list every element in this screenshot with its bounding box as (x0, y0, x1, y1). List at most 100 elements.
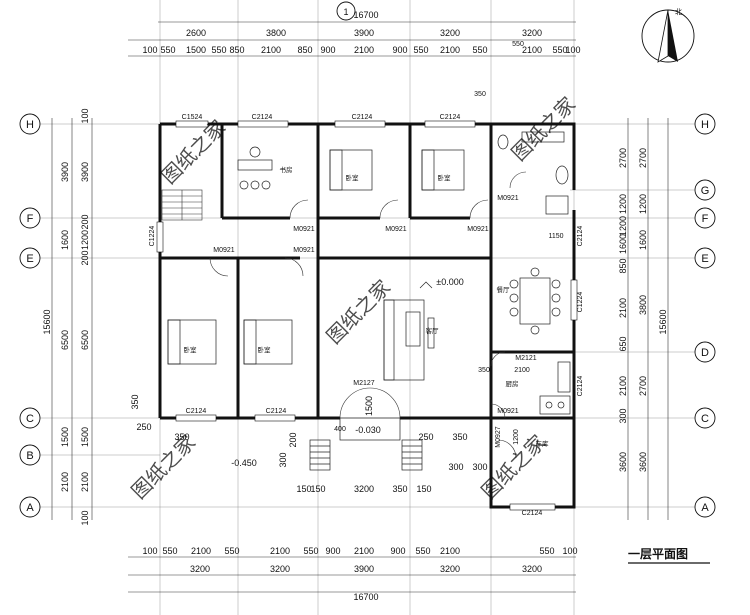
dims-bottom-row2: 3200 3200 3900 3200 3200 (190, 564, 542, 574)
svg-text:A: A (26, 502, 34, 514)
svg-text:550: 550 (160, 45, 175, 55)
svg-text:550: 550 (552, 45, 567, 55)
svg-text:C2124: C2124 (577, 376, 584, 397)
svg-text:150: 150 (416, 484, 431, 494)
svg-text:900: 900 (390, 546, 405, 556)
svg-text:350: 350 (174, 432, 189, 442)
svg-text:1500: 1500 (186, 45, 206, 55)
svg-text:2100: 2100 (191, 546, 211, 556)
svg-text:2100: 2100 (440, 546, 460, 556)
svg-text:850: 850 (229, 45, 244, 55)
interior-dims: 2100 350 1150 1200 350 400 (334, 91, 563, 445)
axis-letters-right: H G F E D C A (701, 119, 710, 514)
svg-text:3200: 3200 (440, 564, 460, 574)
svg-text:350: 350 (478, 367, 490, 374)
svg-text:100: 100 (80, 108, 90, 123)
svg-text:H: H (26, 119, 34, 131)
svg-text:350: 350 (452, 432, 467, 442)
axis-1-label: 1 (343, 7, 348, 17)
svg-text:3800: 3800 (638, 295, 648, 315)
svg-text:D: D (701, 347, 709, 359)
svg-text:850: 850 (618, 258, 628, 273)
dims-top-row1: 2600 3800 3900 3200 3200 (186, 28, 542, 38)
svg-text:200: 200 (80, 214, 90, 229)
svg-text:2700: 2700 (638, 376, 648, 396)
svg-text:6500: 6500 (60, 330, 70, 350)
svg-text:C1224: C1224 (577, 292, 584, 313)
drawing-title: 一层平面图 (628, 547, 688, 561)
svg-text:150: 150 (296, 484, 311, 494)
svg-text:550: 550 (211, 45, 226, 55)
svg-text:1500: 1500 (60, 427, 70, 447)
svg-text:550: 550 (413, 45, 428, 55)
svg-text:300: 300 (472, 462, 487, 472)
svg-text:M0921: M0921 (497, 408, 519, 415)
north-arrow-icon: 北 (641, 8, 695, 63)
svg-text:3600: 3600 (638, 452, 648, 472)
svg-text:1600: 1600 (618, 234, 628, 254)
svg-text:2100: 2100 (354, 546, 374, 556)
svg-text:3800: 3800 (266, 28, 286, 38)
svg-text:厨房: 厨房 (506, 379, 519, 388)
window-marks (156, 120, 578, 511)
svg-text:200: 200 (80, 250, 90, 265)
svg-text:1200: 1200 (513, 429, 520, 445)
level-yard: -0.450 (231, 458, 257, 468)
svg-text:C2124: C2124 (186, 408, 207, 415)
svg-text:400: 400 (334, 426, 346, 433)
svg-text:3200: 3200 (190, 564, 210, 574)
svg-text:客厅: 客厅 (426, 326, 440, 335)
svg-text:6500: 6500 (80, 330, 90, 350)
svg-text:餐厅: 餐厅 (497, 285, 511, 294)
svg-text:1500: 1500 (364, 396, 374, 416)
svg-text:C2124: C2124 (352, 114, 373, 121)
level-main: ±0.000 (436, 277, 463, 287)
svg-text:1600: 1600 (638, 230, 648, 250)
svg-text:M0927: M0927 (495, 426, 502, 448)
svg-text:M0921: M0921 (385, 226, 407, 233)
svg-text:1200: 1200 (618, 216, 628, 236)
svg-text:3900: 3900 (60, 162, 70, 182)
svg-text:C2124: C2124 (440, 114, 461, 121)
svg-text:2100: 2100 (514, 367, 530, 374)
svg-text:2100: 2100 (440, 45, 460, 55)
svg-text:900: 900 (320, 45, 335, 55)
porch-dims: 1500 150 3200 350 150 300 300 250 350 25… (136, 396, 487, 494)
svg-text:1150: 1150 (548, 233, 563, 240)
svg-text:3600: 3600 (618, 452, 628, 472)
furniture (167, 131, 571, 471)
svg-text:550: 550 (224, 546, 239, 556)
svg-text:3900: 3900 (80, 162, 90, 182)
svg-text:1200: 1200 (638, 194, 648, 214)
svg-text:550: 550 (539, 546, 554, 556)
svg-text:350: 350 (130, 394, 140, 409)
door-labels: M0921 M0921 M0921 M0921 M0921 M0921 M212… (213, 195, 537, 448)
dims-bottom-row1: 100 550 2100 550 2100 550 900 2100 900 5… (142, 546, 577, 556)
svg-text:2100: 2100 (522, 45, 542, 55)
stair (161, 189, 203, 221)
svg-text:3200: 3200 (522, 28, 542, 38)
axis-letters-left: H F E C B A (26, 119, 34, 514)
dim-top-small: 550 (512, 41, 524, 48)
svg-text:C1524: C1524 (182, 114, 203, 121)
svg-text:300: 300 (618, 408, 628, 423)
svg-text:3200: 3200 (354, 484, 374, 494)
svg-text:3900: 3900 (354, 28, 374, 38)
svg-text:1500: 1500 (80, 427, 90, 447)
dims-left-inner: 100 3900 200 1200 200 6500 350 1500 2100… (80, 108, 140, 525)
overall-dim-left: 15600 (42, 309, 52, 334)
svg-text:350: 350 (474, 91, 486, 98)
svg-text:C: C (26, 413, 34, 425)
dims-right-outer: 2700 1200 1600 3800 2700 3600 (638, 148, 648, 472)
svg-text:图纸之家: 图纸之家 (127, 431, 200, 504)
svg-text:M2121: M2121 (515, 355, 537, 362)
svg-text:650: 650 (618, 336, 628, 351)
svg-text:H: H (701, 119, 709, 131)
svg-text:2100: 2100 (80, 472, 90, 492)
svg-text:250: 250 (418, 432, 433, 442)
window-labels: C1524 C2124 C2124 C2124 C2124 C2124 C212… (149, 114, 584, 517)
svg-text:100: 100 (80, 510, 90, 525)
svg-text:3200: 3200 (440, 28, 460, 38)
svg-text:M0921: M0921 (467, 226, 489, 233)
